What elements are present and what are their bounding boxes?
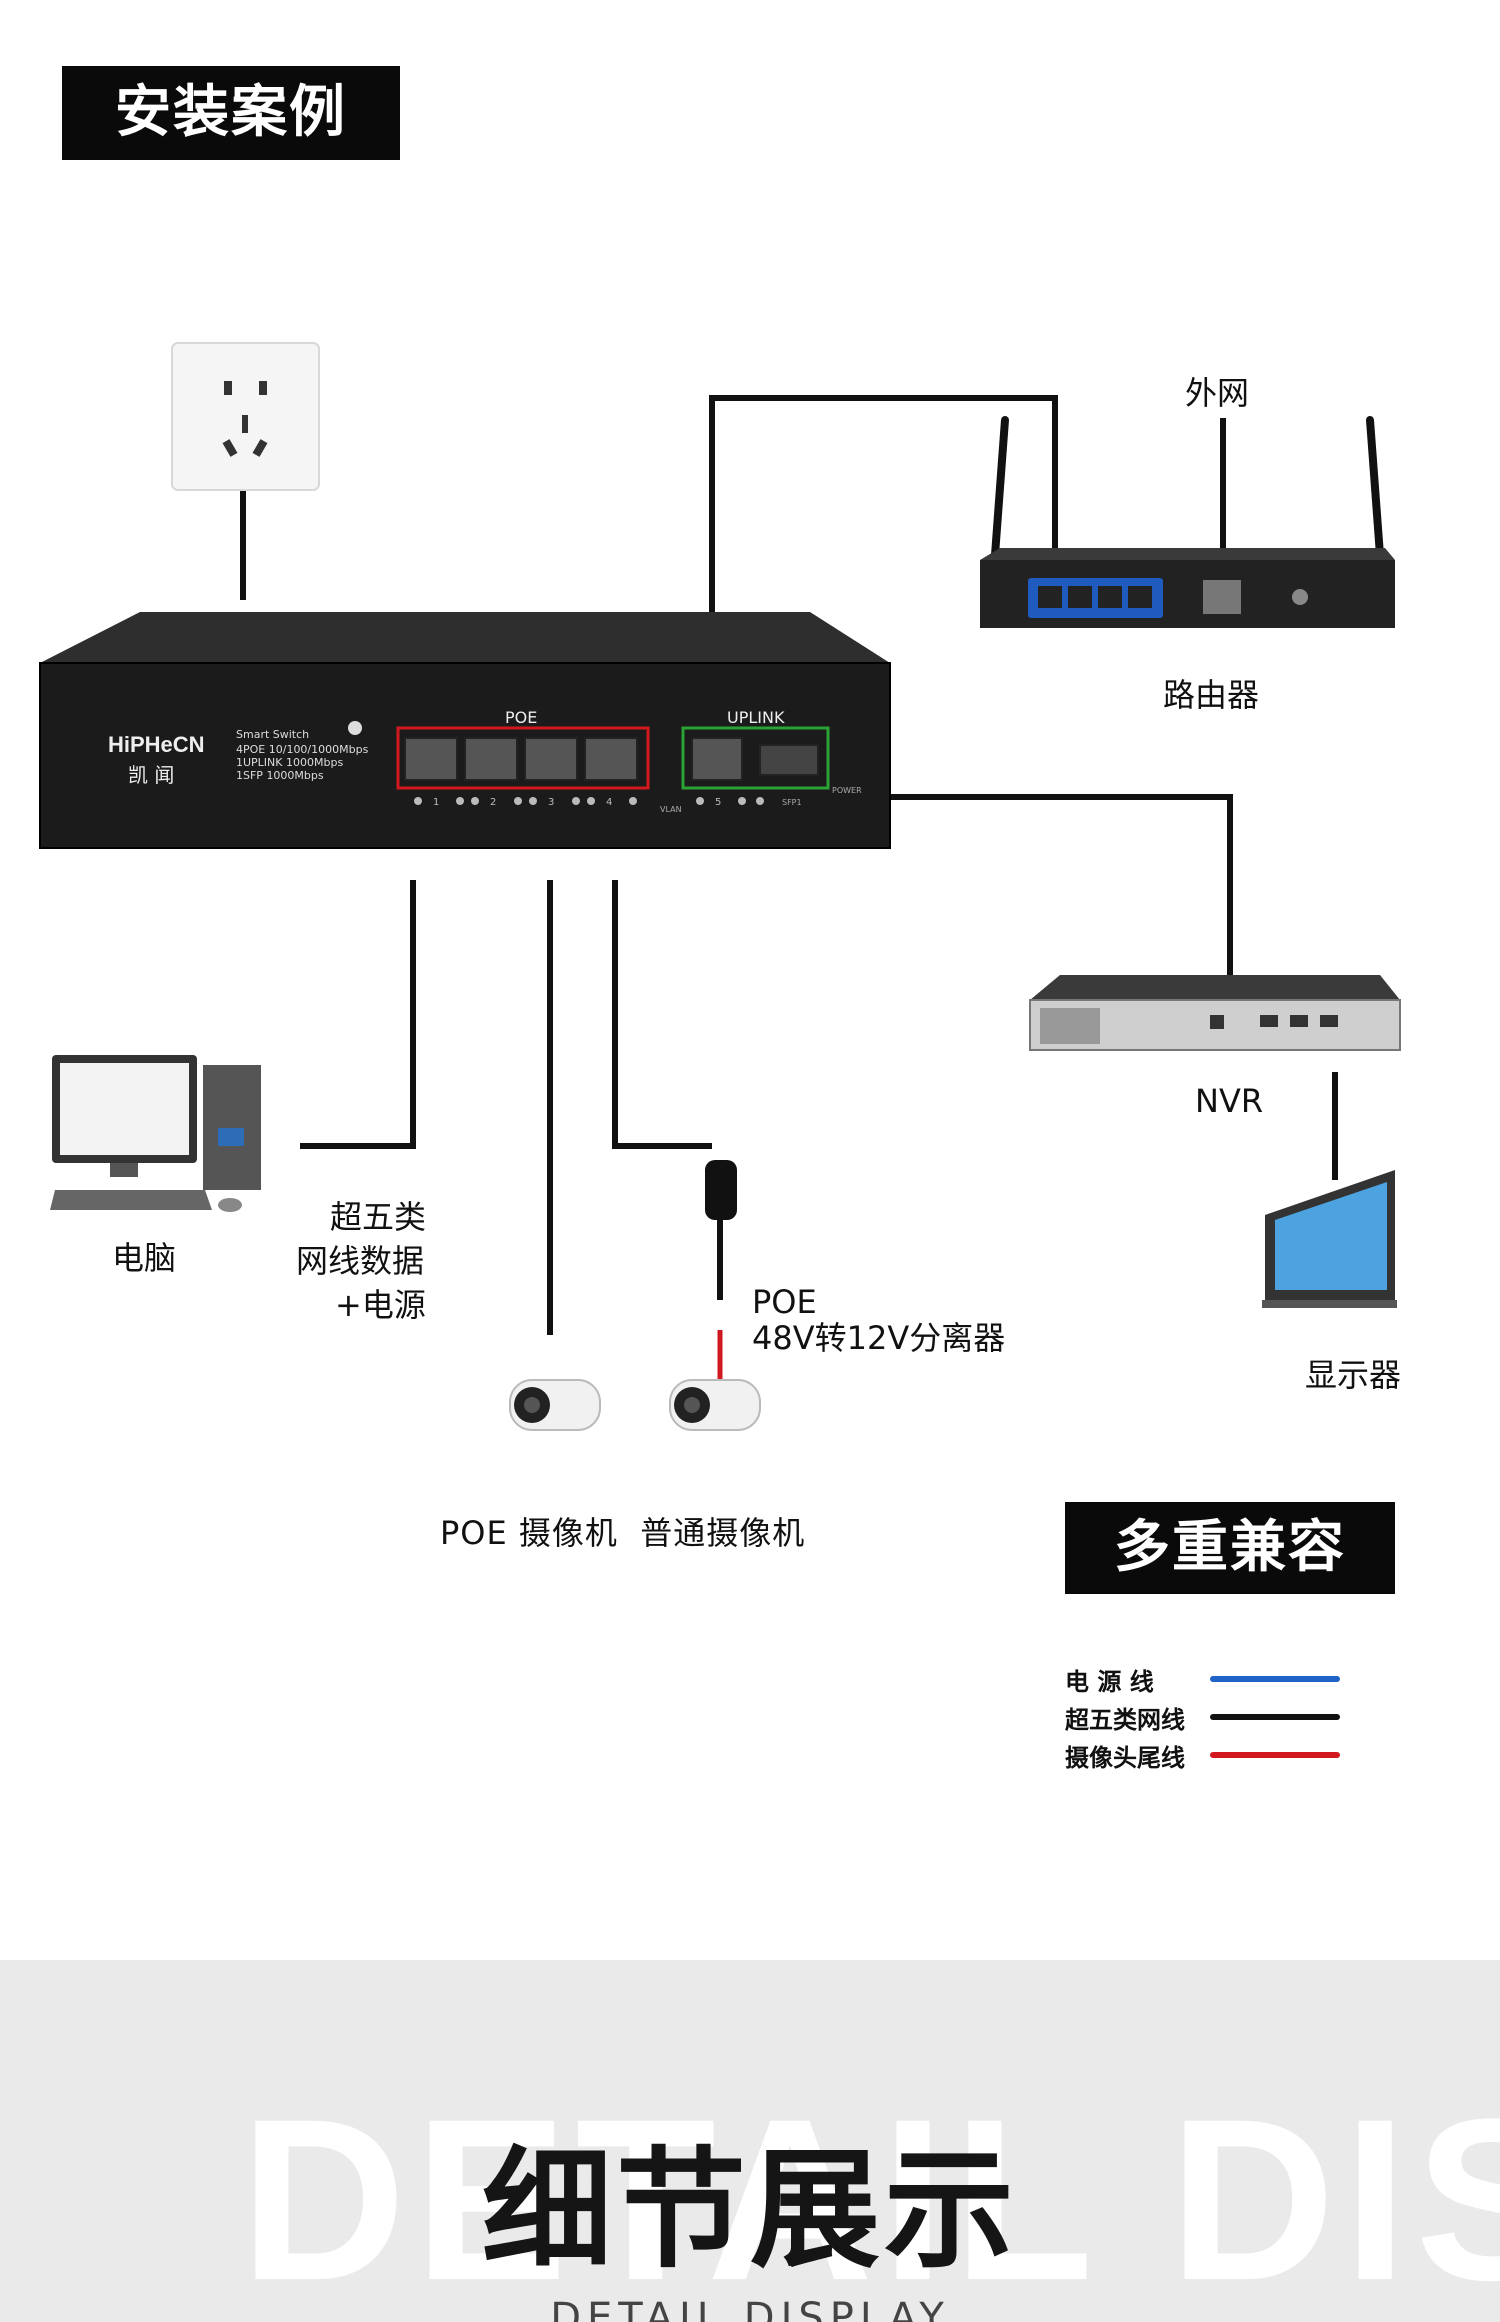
nvr-device: [1029, 975, 1401, 1051]
internet-label: 外网: [1185, 374, 1250, 412]
legend-cat5e-cable: 超五类网线: [1065, 1700, 1365, 1736]
router: [980, 416, 1395, 628]
monitor-device: [1262, 1170, 1397, 1308]
computer-label: 电脑: [112, 1239, 177, 1277]
switch-to-pc-cable: [300, 880, 416, 1149]
svg-text:4: 4: [606, 797, 612, 808]
banner-subtitle: DETAIL DISPLAY: [550, 2295, 950, 2322]
camera-labels: POE 摄像机 普通摄像机: [440, 1514, 806, 1552]
poe-port-1: [404, 737, 458, 781]
analog-camera: [669, 1379, 761, 1431]
uplink-label: UPLINK: [727, 708, 785, 727]
poe-ports: [404, 737, 638, 781]
power-label: POWER: [832, 786, 862, 795]
monitor-label: 显示器: [1305, 1356, 1402, 1394]
switch-model: Smart Switch: [236, 728, 309, 741]
svg-text:3: 3: [548, 797, 554, 808]
cable-label-1: 超五类: [330, 1198, 427, 1236]
poe-splitter: [705, 1160, 737, 1220]
cable-label-3: +电源: [335, 1286, 426, 1324]
switch-spec-1: 4POE 10/100/1000Mbps: [236, 743, 369, 756]
svg-text:1: 1: [433, 797, 439, 808]
switch-to-router-cable: [709, 395, 1058, 620]
uplink-port: [691, 737, 743, 781]
switch-brand-cn: 凯 闻: [128, 763, 174, 787]
svg-text:2: 2: [490, 797, 496, 808]
switch-to-splitter-cable: [612, 880, 712, 1149]
cable-label-2: 网线数据: [296, 1242, 425, 1280]
poe-camera: [509, 1379, 601, 1431]
poe-switch: HiPHeCN 凯 闻 Smart Switch 4POE 10/100/100…: [39, 612, 891, 849]
nvr-label: NVR: [1195, 1082, 1264, 1120]
router-label: 路由器: [1163, 676, 1260, 714]
banner-bg-text: DETAIL DISPLAY: [240, 2071, 1500, 2322]
poe-port-2: [464, 737, 518, 781]
computer-device: [50, 1055, 261, 1212]
switch-spec-2: 1UPLINK 1000Mbps: [236, 756, 343, 769]
sfp-port: [759, 744, 819, 776]
legend-power-cable: 电 源 线: [1065, 1662, 1365, 1698]
vlan-label: VLAN: [660, 805, 682, 814]
poe-label: POE: [505, 708, 537, 727]
detail-display-banner: DETAIL DISPLAY 细节展示 DETAIL DISPLAY: [0, 1960, 1500, 2322]
splitter-label-2: 48V转12V分离器: [752, 1319, 1006, 1357]
compat-title: 多重兼容: [1065, 1502, 1395, 1594]
installation-diagram: HiPHeCN 凯 闻 Smart Switch 4POE 10/100/100…: [39, 342, 1401, 1431]
poe-port-4: [584, 737, 638, 781]
switch-to-nvr-cable: [880, 794, 1233, 1000]
section-title: 安装案例: [62, 66, 400, 160]
banner-title: 细节展示: [481, 2134, 1018, 2286]
sfp-label: SFP1: [782, 798, 802, 807]
legend-camera-tail-cable: 摄像头尾线: [1065, 1738, 1365, 1774]
switch-spec-3: 1SFP 1000Mbps: [236, 769, 324, 782]
port-numbers: 1 2 3 4 5: [433, 797, 721, 808]
svg-text:5: 5: [715, 797, 721, 808]
wall-outlet: [171, 342, 320, 491]
poe-port-3: [524, 737, 578, 781]
cables: [240, 395, 1338, 1335]
splitter-label-1: POE: [752, 1283, 817, 1321]
switch-brand: HiPHeCN: [108, 732, 205, 757]
